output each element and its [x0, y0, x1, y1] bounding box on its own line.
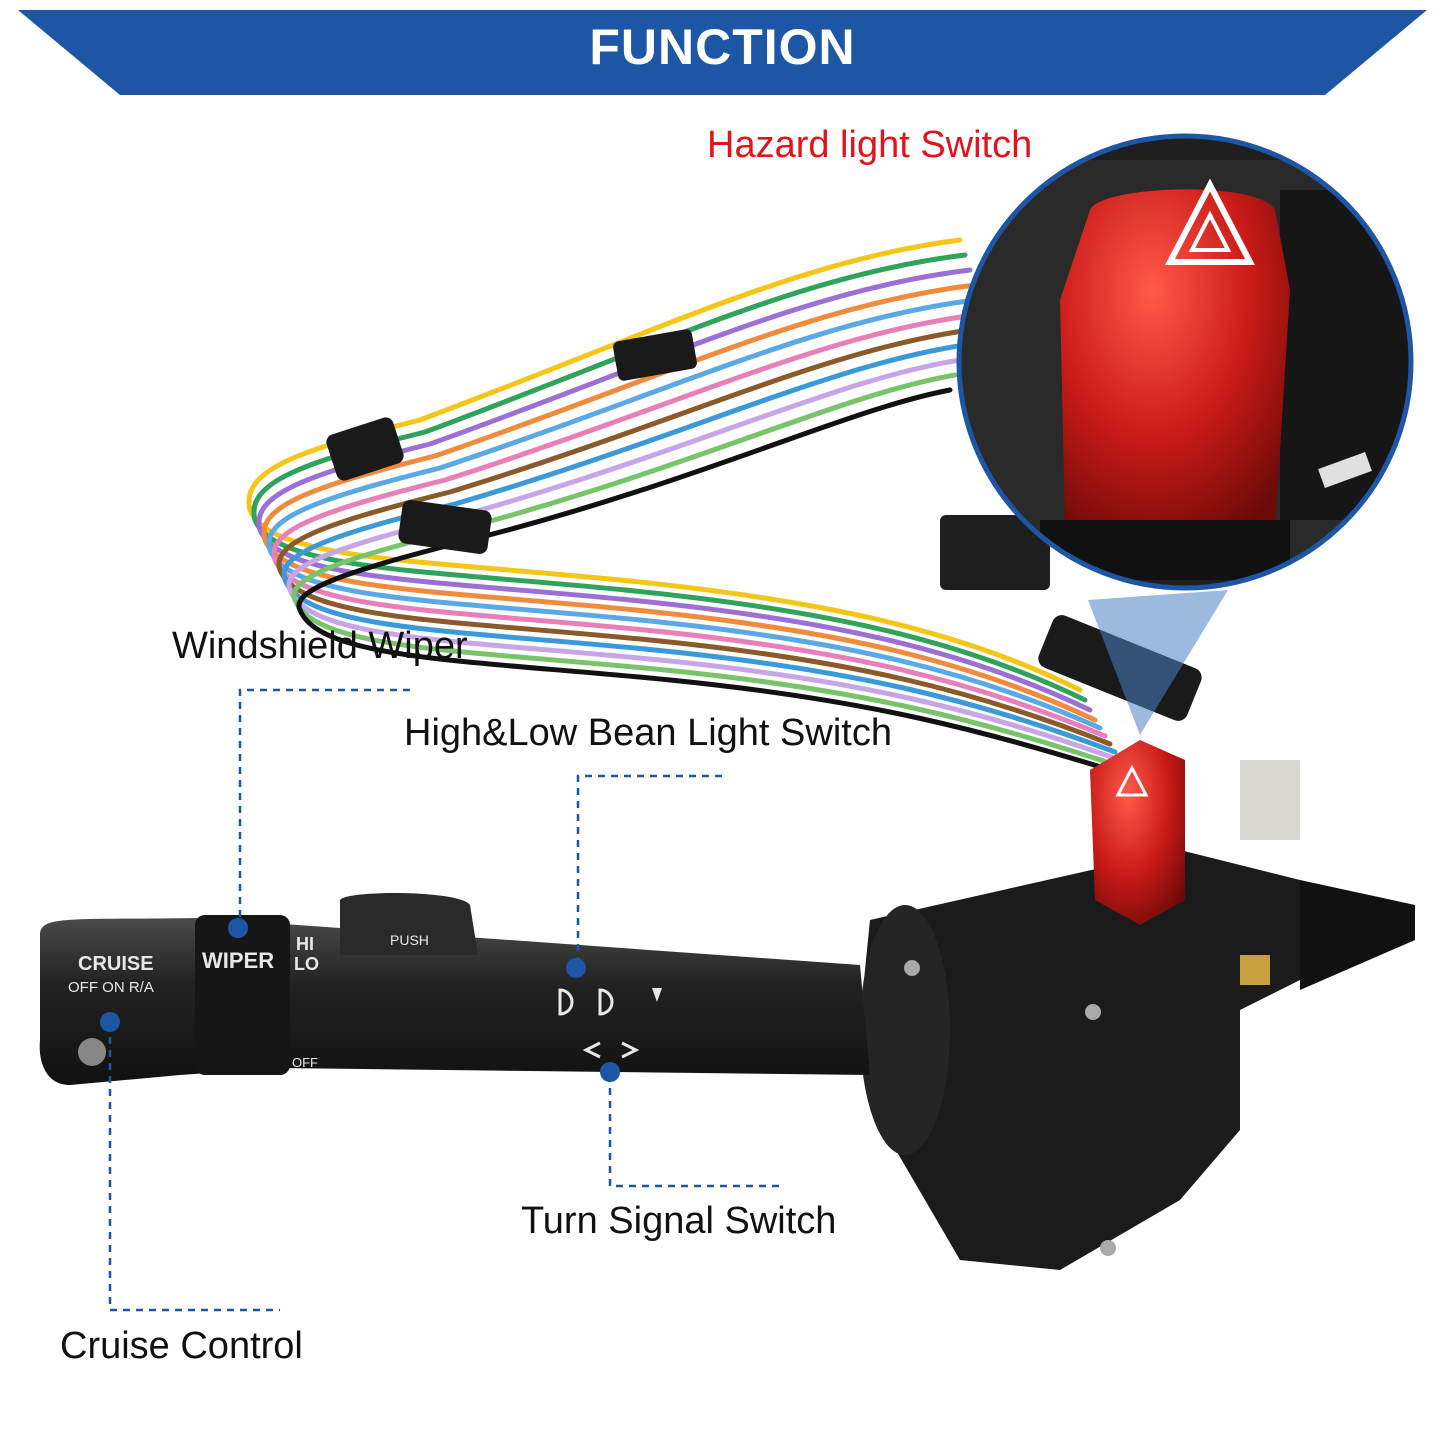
cruise-leader	[108, 1024, 280, 1312]
windshield-wiper-label: Windshield Wiper	[172, 625, 468, 667]
turn-signal-arrows-icon	[582, 1041, 640, 1059]
turn-dot	[600, 1062, 620, 1082]
wire-connector	[940, 515, 1050, 590]
beam-icons	[558, 988, 662, 1016]
wire-harness	[246, 237, 1133, 779]
turn-signal-label: Turn Signal Switch	[521, 1200, 837, 1242]
turn-leader	[608, 1075, 780, 1188]
switch-stalk	[39, 893, 870, 1085]
hi-marking: HI	[296, 934, 314, 954]
hazard-triangle-icon	[1165, 178, 1255, 265]
leader-lines	[108, 688, 780, 1312]
beam-dot	[566, 958, 586, 978]
banner-title: FUNCTION	[589, 19, 856, 75]
hazard-button-small	[1090, 740, 1185, 925]
wiper-marking: WIPER	[202, 948, 274, 973]
cruise-dot	[100, 1012, 120, 1032]
switch-housing	[860, 760, 1415, 1270]
wiper-leader	[238, 688, 410, 925]
off-marking: OFF	[292, 1055, 318, 1070]
cruise-control-label: Cruise Control	[60, 1325, 303, 1367]
beam-leader	[576, 774, 722, 965]
beam-switch-label: High&Low Bean Light Switch	[404, 712, 892, 754]
cruise-modes-marking: OFF ON R/A	[68, 979, 154, 996]
stalk-markings: CRUISE OFF ON R/A WIPER HI LO PUSH OFF	[68, 932, 429, 1070]
lo-marking: LO	[294, 954, 319, 974]
hazard-switch-label: Hazard light Switch	[707, 124, 1033, 166]
banner-shape	[18, 10, 1427, 95]
zoom-wedge	[1088, 590, 1228, 735]
cruise-marking: CRUISE	[78, 953, 154, 975]
function-banner	[18, 10, 1427, 95]
hazard-zoom-circle	[956, 133, 1414, 591]
wiper-dot	[228, 918, 248, 938]
leader-dots	[100, 918, 620, 1082]
push-marking: PUSH	[390, 932, 429, 948]
